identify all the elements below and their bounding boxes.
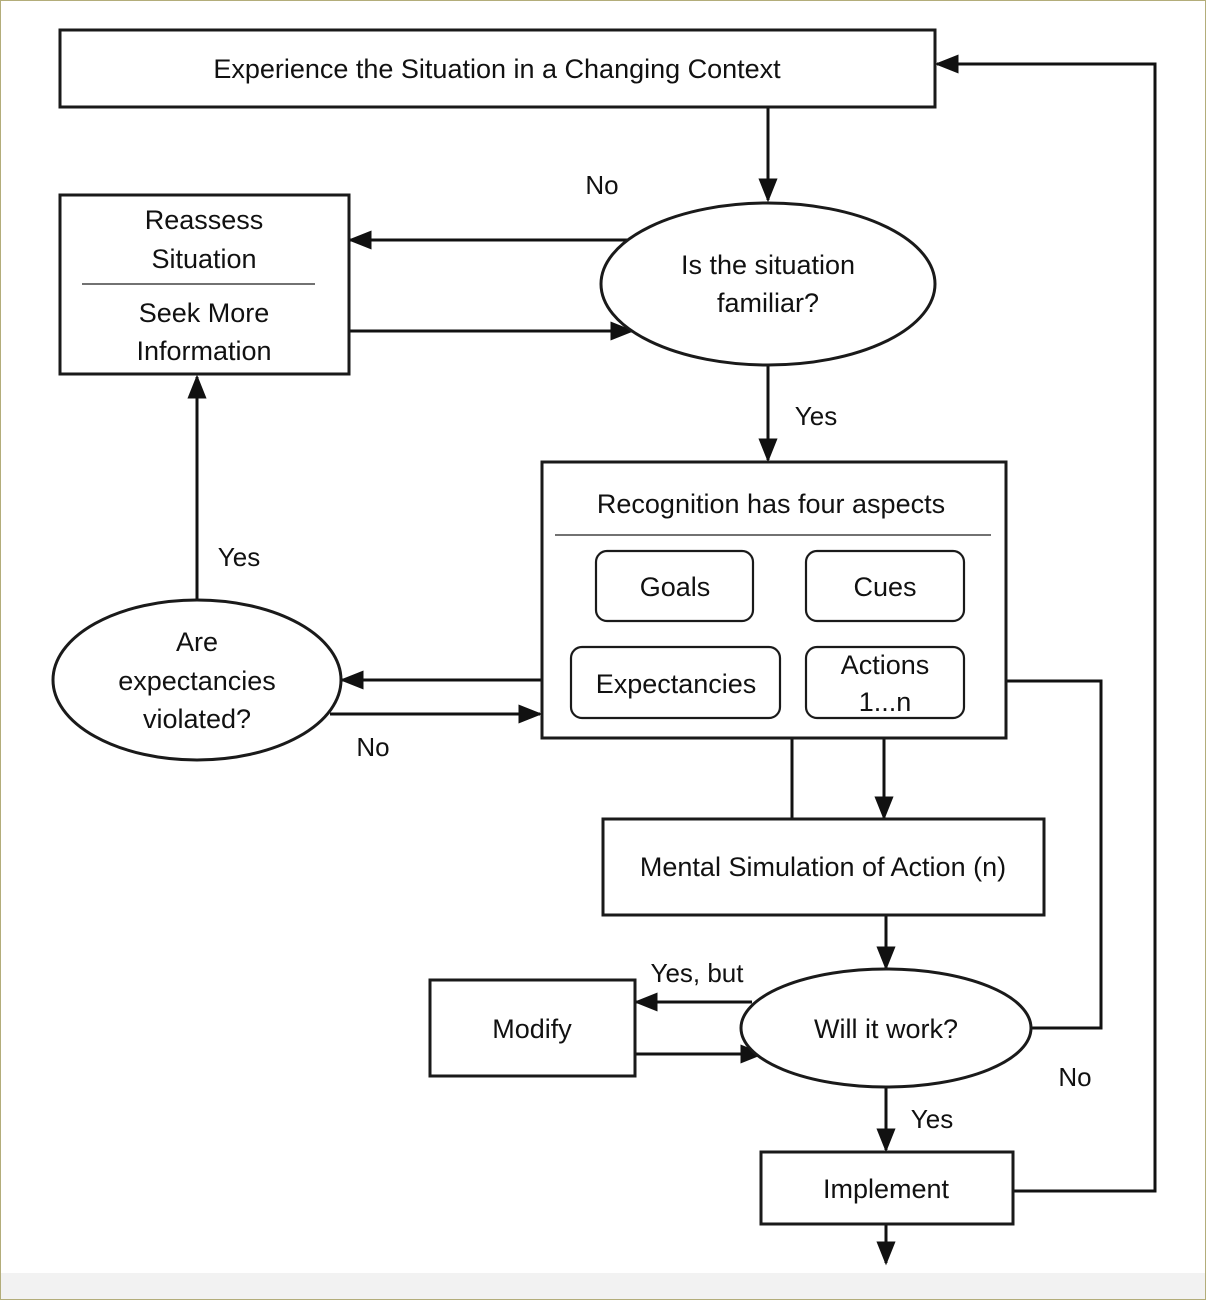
node-will-work: Will it work? <box>739 967 1033 1089</box>
node-implement-label: Implement <box>823 1174 950 1204</box>
node-seek-line1: Seek More <box>139 298 270 328</box>
node-familiar: Is the situation familiar? <box>599 201 937 367</box>
label-work-yes: Yes <box>911 1104 953 1134</box>
node-experience-label: Experience the Situation in a Changing C… <box>213 54 781 84</box>
node-recognition-title: Recognition has four aspects <box>597 489 945 519</box>
node-violated: Are expectancies violated? <box>51 598 343 762</box>
node-seek-line2: Information <box>136 336 271 366</box>
node-goals-label: Goals <box>640 572 711 602</box>
node-actions-line1: Actions <box>841 650 930 680</box>
node-violated-line1: Are <box>176 627 218 657</box>
bottom-strip <box>1 1273 1205 1299</box>
node-implement: Implement <box>759 1150 1015 1226</box>
label-familiar-no: No <box>585 170 618 200</box>
node-modify-label: Modify <box>492 1014 572 1044</box>
node-reassess: Reassess Situation Seek More Information <box>58 193 351 376</box>
node-expectancies: Expectancies <box>569 645 782 720</box>
edges <box>187 54 1157 1266</box>
node-cues: Cues <box>804 549 966 623</box>
edge-labels: No Yes Yes No Yes, but No Yes <box>218 170 1092 1134</box>
node-reassess-line2: Situation <box>151 244 256 274</box>
label-violated-no: No <box>356 732 389 762</box>
node-expectancies-label: Expectancies <box>596 669 757 699</box>
node-simulation-label: Mental Simulation of Action (n) <box>640 852 1006 882</box>
label-work-yes-but: Yes, but <box>650 958 744 988</box>
edge-implement-to-experience <box>934 54 1157 1193</box>
node-modify: Modify <box>428 978 637 1078</box>
node-reassess-line1: Reassess <box>145 205 264 235</box>
label-familiar-yes: Yes <box>795 401 837 431</box>
node-will-work-label: Will it work? <box>814 1014 958 1044</box>
node-simulation: Mental Simulation of Action (n) <box>601 817 1046 917</box>
node-violated-line3: violated? <box>143 704 251 734</box>
node-experience: Experience the Situation in a Changing C… <box>58 28 937 109</box>
node-actions: Actions 1...n <box>804 645 966 720</box>
edge-will-work-no-to-actions <box>963 671 1103 1030</box>
node-recognition: Recognition has four aspects Goals Cues … <box>540 460 1008 740</box>
node-goals: Goals <box>594 549 755 623</box>
node-cues-label: Cues <box>853 572 916 602</box>
node-actions-line2: 1...n <box>859 687 912 717</box>
node-familiar-line2: familiar? <box>717 288 819 318</box>
node-familiar-line1: Is the situation <box>681 250 855 280</box>
label-work-no: No <box>1058 1062 1091 1092</box>
node-violated-line2: expectancies <box>118 666 276 696</box>
label-violated-yes: Yes <box>218 542 260 572</box>
